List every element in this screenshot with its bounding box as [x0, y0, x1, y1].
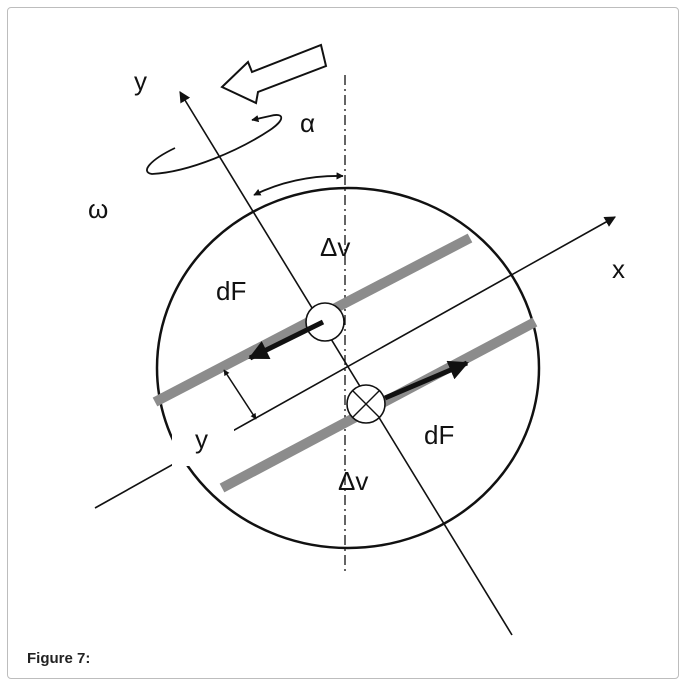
- crossed-circle-icon: [346, 384, 386, 424]
- alpha-angle-arc: [253, 172, 344, 196]
- y-axis-label: y: [134, 66, 147, 96]
- y-axis: [179, 91, 513, 636]
- alpha-label: α: [300, 108, 315, 138]
- omega-label: ω: [88, 194, 108, 224]
- delta-v-bottom-label: Δv: [338, 466, 368, 496]
- force-arrow-right: [384, 360, 469, 401]
- figure-frame: [7, 7, 679, 679]
- disc-outline: [155, 186, 541, 550]
- y-distance-dimension: [223, 369, 257, 420]
- dF-right-label: dF: [424, 420, 454, 450]
- y-distance-label: y: [195, 424, 208, 454]
- rotation-omega-icon: [146, 114, 283, 175]
- force-arrow-left: [248, 319, 325, 361]
- delta-v-top-label: Δv: [320, 232, 350, 262]
- figure-caption: Figure 7:: [27, 650, 91, 667]
- dF-left-label: dF: [216, 276, 246, 306]
- flow-direction-arrow-icon: [220, 43, 328, 105]
- upward-flow-circle: [305, 302, 345, 342]
- x-axis-label: x: [612, 254, 625, 284]
